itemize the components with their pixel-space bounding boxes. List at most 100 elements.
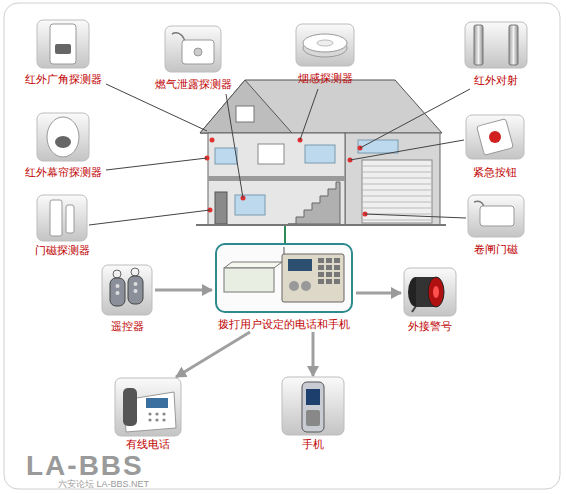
device-label: 遥控器 (100, 320, 154, 333)
remote-icon (113, 270, 121, 278)
siren-icon (428, 277, 444, 307)
device-tile (37, 20, 89, 68)
house-illustration (358, 140, 398, 153)
door-contact-icon (66, 205, 74, 233)
leader-lines (89, 210, 210, 225)
shutter-contact-icon (474, 201, 514, 226)
mobile-phone-icon (302, 382, 324, 432)
leader-lines (106, 84, 207, 131)
siren-icon (408, 277, 444, 312)
curtain-detector-icon (47, 117, 79, 157)
device-tiles (296, 24, 354, 66)
control-panel-icon (326, 279, 332, 284)
detector-node: 门磁探测器 (33, 195, 92, 257)
phone-node: 手机 (280, 377, 346, 451)
desk-phone-icon (162, 412, 165, 415)
leader-lines (350, 140, 464, 160)
phone-node: 有线电话 (113, 378, 183, 451)
control-panel-icon (326, 258, 332, 263)
button-node: 紧急按钮 (464, 115, 526, 179)
signal-arrow (176, 332, 250, 377)
leader-lines (89, 84, 470, 225)
control-panel-icon (326, 272, 332, 277)
device-tiles (115, 378, 181, 436)
detector-node: 红外广角探测器 (23, 20, 104, 86)
desk-phone-icon (155, 418, 158, 421)
house-illustration (210, 138, 215, 143)
panic-button-icon (489, 131, 501, 143)
beam-detector-icon (509, 25, 518, 65)
detector-node: 红外对射 (463, 22, 529, 87)
device-tiles (466, 115, 524, 159)
watermark: LA-BBS (26, 452, 144, 480)
device-tiles (37, 20, 89, 68)
device-label: 拨打用户设定的电话和手机 (213, 318, 355, 331)
desk-phone-icon (123, 388, 176, 432)
control-panel-icon (334, 265, 340, 270)
house-illustration (215, 192, 227, 224)
house-illustration (196, 224, 446, 226)
control-panel-icon (284, 247, 285, 254)
control-panel-icon (215, 243, 353, 313)
bus-line (284, 226, 286, 243)
watermark-url: 六安论坛 LA-BBS.NET (58, 480, 149, 489)
device-tiles (37, 20, 527, 436)
device-tile (282, 377, 344, 435)
device-label: 有线电话 (113, 438, 183, 451)
device-tile (165, 26, 221, 72)
house-illustration (200, 80, 442, 133)
shutter-contact-icon (480, 206, 514, 226)
house-illustration (208, 176, 345, 181)
control-panel-icon (318, 258, 340, 284)
door-contact-icon (50, 200, 74, 236)
beam-detector-icon (474, 25, 483, 65)
signal-arrow (356, 292, 401, 295)
device-tiles (282, 377, 344, 435)
mobile-phone-icon (306, 389, 320, 405)
control-panel-icon (318, 258, 324, 263)
detector-node: 烟感探测器 (294, 24, 356, 85)
panic-button-icon (477, 119, 514, 156)
control-panel-icon (334, 258, 340, 263)
house-illustration (236, 106, 254, 122)
house-illustration (258, 144, 284, 164)
device-label: 卷闸门磁 (466, 243, 526, 256)
signal-arrow (155, 289, 212, 292)
siren-node: 外接警号 (402, 268, 458, 333)
control-panel-icon (282, 254, 344, 302)
panel-box (215, 243, 353, 313)
pir-detector-icon (50, 24, 76, 64)
house-illustration (288, 182, 340, 224)
device-label: 红外幕帘探测器 (23, 166, 104, 179)
device-tile (468, 195, 524, 237)
control-panel-icon (318, 279, 324, 284)
device-tile (404, 268, 456, 316)
desk-phone-icon (146, 398, 168, 408)
leader-lines (360, 89, 470, 148)
device-tile (115, 378, 181, 436)
device-tiles (468, 195, 524, 237)
beam-detector-icon (474, 25, 518, 65)
device-tile (37, 113, 89, 161)
desk-phone-icon (148, 418, 151, 421)
control-panel: 拨打用户设定的电话和手机 (213, 243, 355, 331)
house-illustration (235, 195, 265, 215)
device-tiles (37, 195, 87, 241)
detector-node: 卷闸门磁 (466, 195, 526, 256)
mobile-phone-icon (302, 382, 324, 432)
remote-icon (116, 284, 120, 288)
leader-lines (226, 94, 243, 198)
door-contact-icon (50, 200, 62, 236)
signal-arrow (312, 332, 315, 376)
mobile-phone-icon (306, 410, 320, 426)
device-label: 红外广角探测器 (23, 73, 104, 86)
frame (4, 3, 560, 489)
device-tiles (37, 113, 89, 161)
gas-detector-icon (182, 40, 214, 64)
gas-detector-icon (172, 33, 214, 64)
device-tiles (165, 26, 221, 72)
leader-lines (106, 158, 207, 170)
control-panel-icon (334, 272, 340, 277)
pir-detector-icon (55, 44, 71, 54)
